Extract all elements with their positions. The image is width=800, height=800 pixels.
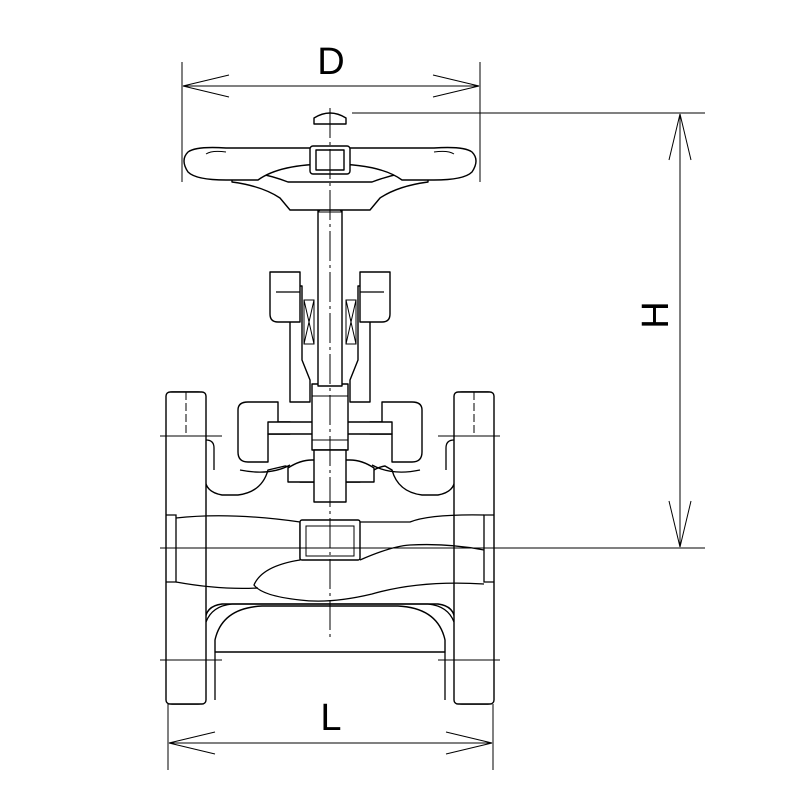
dimension-d-label: D [317, 41, 344, 83]
dimension-d: D [181, 41, 481, 182]
dimension-h: H [352, 112, 705, 548]
center-lines [160, 108, 705, 661]
dimension-l: L [167, 697, 494, 770]
dimension-l-label: L [320, 697, 341, 739]
dimension-h-label: H [635, 301, 677, 328]
